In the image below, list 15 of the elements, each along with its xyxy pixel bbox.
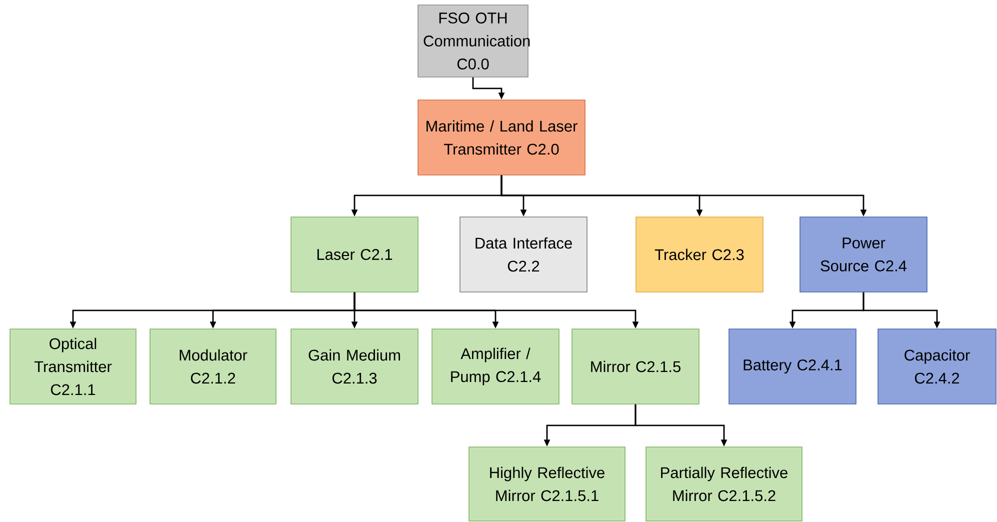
- box: Modulator C2.1.2: [150, 328, 276, 404]
- box: Highly Reflective Mirror C2.1.5.1: [468, 446, 626, 522]
- box: Tracker C2.3: [636, 216, 764, 292]
- box: Battery C2.4.1: [728, 328, 856, 404]
- box: Amplifier / Pump C2.1.4: [432, 328, 560, 404]
- box: Laser C2.1: [290, 216, 418, 292]
- box: Power Source C2.4: [800, 216, 928, 292]
- box: Partially Reflective Mirror C2.1.5.2: [646, 446, 802, 522]
- box: Mirror C2.1.5: [572, 328, 700, 404]
- box: Maritime / Land Laser Transmitter C2.0: [418, 100, 586, 176]
- box: Data Interface C2.2: [460, 216, 588, 292]
- box: FSO OTH Communication C0.0: [418, 4, 530, 78]
- box: Gain Medium C2.1.3: [290, 328, 418, 404]
- box: Optical Transmitter C2.1.1: [10, 328, 136, 404]
- box: Capacitor C2.4.2: [878, 328, 996, 404]
